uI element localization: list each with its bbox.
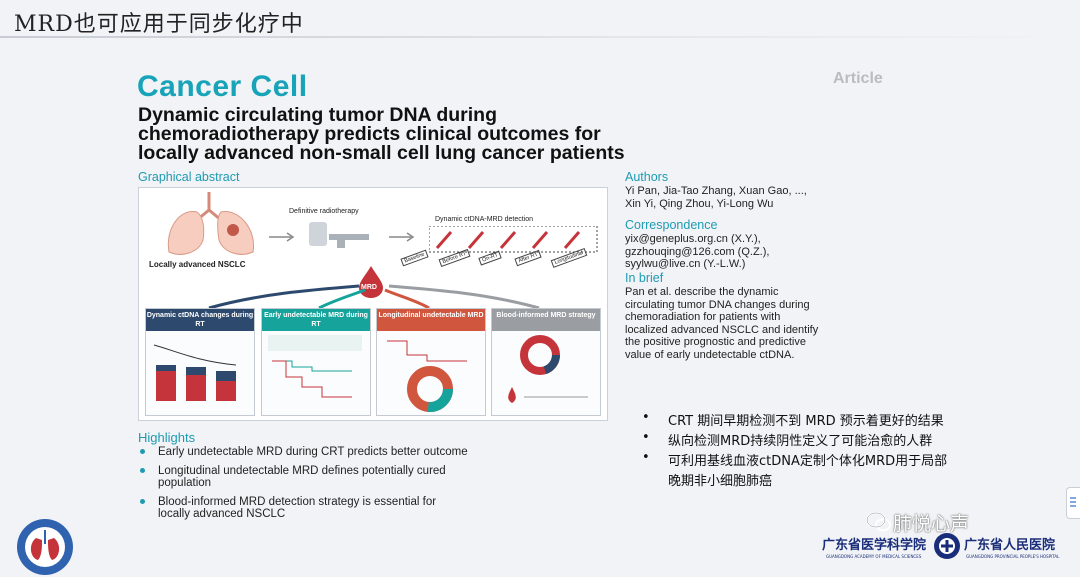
donut-figure bbox=[387, 340, 467, 412]
authors-list: Yi Pan, Jia-Tao Zhang, Xuan Gao, ..., Xi… bbox=[625, 185, 807, 210]
wechat-icon bbox=[866, 512, 891, 532]
in-brief-line: circulating tumor DNA changes during bbox=[625, 298, 810, 311]
ga-panel-title: Early undetectable MRD during RT bbox=[262, 309, 370, 331]
chinese-notes: CRT 期间早期检测不到 MRD 预示着更好的结果 纵向检测MRD持续阴性定义了… bbox=[642, 410, 947, 490]
graphical-abstract-heading: Graphical abstract bbox=[138, 170, 240, 184]
academy-name-en: GUANGDONG ACADEMY OF MEDICAL SCIENCES bbox=[826, 554, 922, 559]
ga-panel-blood: Blood-informed MRD strategy bbox=[491, 308, 601, 416]
mrd-drop-label: MRD bbox=[361, 284, 377, 291]
correspondence-list: yix@geneplus.org.cn (X.Y.), gzzhouqing@1… bbox=[625, 233, 769, 271]
in-brief-heading: In brief bbox=[625, 271, 664, 285]
highlight-line: population bbox=[158, 477, 212, 489]
journal-name: Cancer Cell bbox=[137, 70, 308, 103]
correspondence-line: syylwu@live.cn (Y.-L.W.) bbox=[625, 258, 746, 270]
title-divider bbox=[0, 36, 1080, 38]
hospital-emblem-icon bbox=[934, 533, 960, 559]
survival-curves-figure bbox=[268, 335, 362, 398]
strategy-figure bbox=[508, 335, 588, 403]
ga-panel-title: Longitudinal undetectable MRD bbox=[377, 309, 485, 331]
slide-title: MRD也可应用于同步化疗中 bbox=[14, 12, 304, 37]
in-brief-text: Pan et al. describe the dynamic circulat… bbox=[625, 286, 818, 361]
arrow-icon bbox=[389, 232, 415, 242]
chinese-note: 可利用基线血液ctDNA定制个体化MRD用于局部 bbox=[642, 450, 947, 470]
hospital-name-en: GUANGDONG PROVINCIAL PEOPLE'S HOSPITAL bbox=[966, 554, 1060, 559]
timepoint-tag: Baseline bbox=[400, 249, 429, 267]
correspondence-line: yix@geneplus.org.cn (X.Y.), bbox=[625, 233, 761, 245]
highlight-line: Longitudinal undetectable MRD defines po… bbox=[158, 465, 446, 477]
bullet-icon bbox=[140, 449, 145, 454]
highlight-line: Early undetectable MRD during CRT predic… bbox=[158, 446, 468, 458]
academy-name: 广东省医学科学院 bbox=[822, 538, 927, 553]
branch-arrows bbox=[208, 284, 540, 310]
authors-heading: Authors bbox=[625, 170, 669, 184]
wechat-watermark: 肺悦心声 bbox=[893, 513, 970, 535]
blood-tubes-icon bbox=[429, 226, 598, 253]
paper-title-line: locally advanced non-small cell lung can… bbox=[138, 142, 625, 164]
ga-panel-title: Blood-informed MRD strategy bbox=[492, 309, 600, 331]
in-brief-line: the positive prognostic and predictive bbox=[625, 336, 806, 348]
chinese-note: 纵向检测MRD持续阴性定义了可能治愈的人群 bbox=[642, 430, 947, 450]
authors-line: Yi Pan, Jia-Tao Zhang, Xuan Gao, ..., bbox=[625, 185, 807, 197]
ga-nsclc-label: Locally advanced NSCLC bbox=[149, 260, 246, 269]
ga-panel-longitudinal: Longitudinal undetectable MRD bbox=[376, 308, 486, 416]
side-share-widget[interactable] bbox=[1066, 487, 1080, 519]
society-logo-icon bbox=[17, 519, 73, 575]
lungs-icon bbox=[167, 192, 255, 255]
authors-line: Xin Yi, Qing Zhou, Yi-Long Wu bbox=[625, 197, 774, 210]
correspondence-line: gzzhouqing@126.com (Q.Z.), bbox=[625, 245, 770, 258]
radiotherapy-machine-icon bbox=[309, 222, 369, 248]
graphical-abstract: Locally advanced NSCLC Definitive radiot… bbox=[138, 187, 608, 421]
ga-detection-label: Dynamic ctDNA-MRD detection bbox=[435, 216, 534, 223]
paper-title-line: chemoradiotherapy predicts clinical outc… bbox=[138, 123, 601, 145]
chinese-note-continuation: 晚期非小细胞肺癌 bbox=[668, 474, 773, 489]
highlight-line: Blood-informed MRD detection strategy is… bbox=[158, 496, 437, 508]
in-brief-line: localized advanced NSCLC and identify bbox=[625, 323, 819, 336]
bullet-icon bbox=[140, 499, 145, 504]
article-type-tag: Article bbox=[833, 70, 883, 87]
in-brief-line: chemoradiation for patients with bbox=[625, 311, 781, 323]
in-brief-line: value of early undetectable ctDNA. bbox=[625, 348, 795, 361]
chinese-note: CRT 期间早期检测不到 MRD 预示着更好的结果 bbox=[642, 410, 947, 430]
highlights-heading: Highlights bbox=[138, 430, 196, 445]
ga-panel-dynamic: Dynamic ctDNA changes during RT bbox=[145, 308, 255, 416]
ga-radiotherapy-label: Definitive radiotherapy bbox=[289, 208, 359, 215]
correspondence-heading: Correspondence bbox=[625, 218, 718, 232]
ctdna-bars-figure bbox=[153, 344, 237, 401]
share-icon bbox=[1070, 497, 1076, 507]
hospital-name: 广东省人民医院 bbox=[964, 538, 1056, 553]
ga-panel-title: Dynamic ctDNA changes during RT bbox=[146, 309, 254, 331]
paper-title: Dynamic circulating tumor DNA during che… bbox=[138, 104, 958, 164]
bullet-icon bbox=[140, 468, 145, 473]
ga-panel-early: Early undetectable MRD during RT bbox=[261, 308, 371, 416]
timepoint-tags: Baseline Before RT On-RT After RT Longit… bbox=[400, 248, 601, 268]
in-brief-line: Pan et al. describe the dynamic bbox=[625, 286, 779, 298]
paper-title-line: Dynamic circulating tumor DNA during bbox=[138, 104, 497, 126]
arrow-icon bbox=[269, 232, 295, 242]
highlight-line: locally advanced NSCLC bbox=[158, 508, 286, 520]
